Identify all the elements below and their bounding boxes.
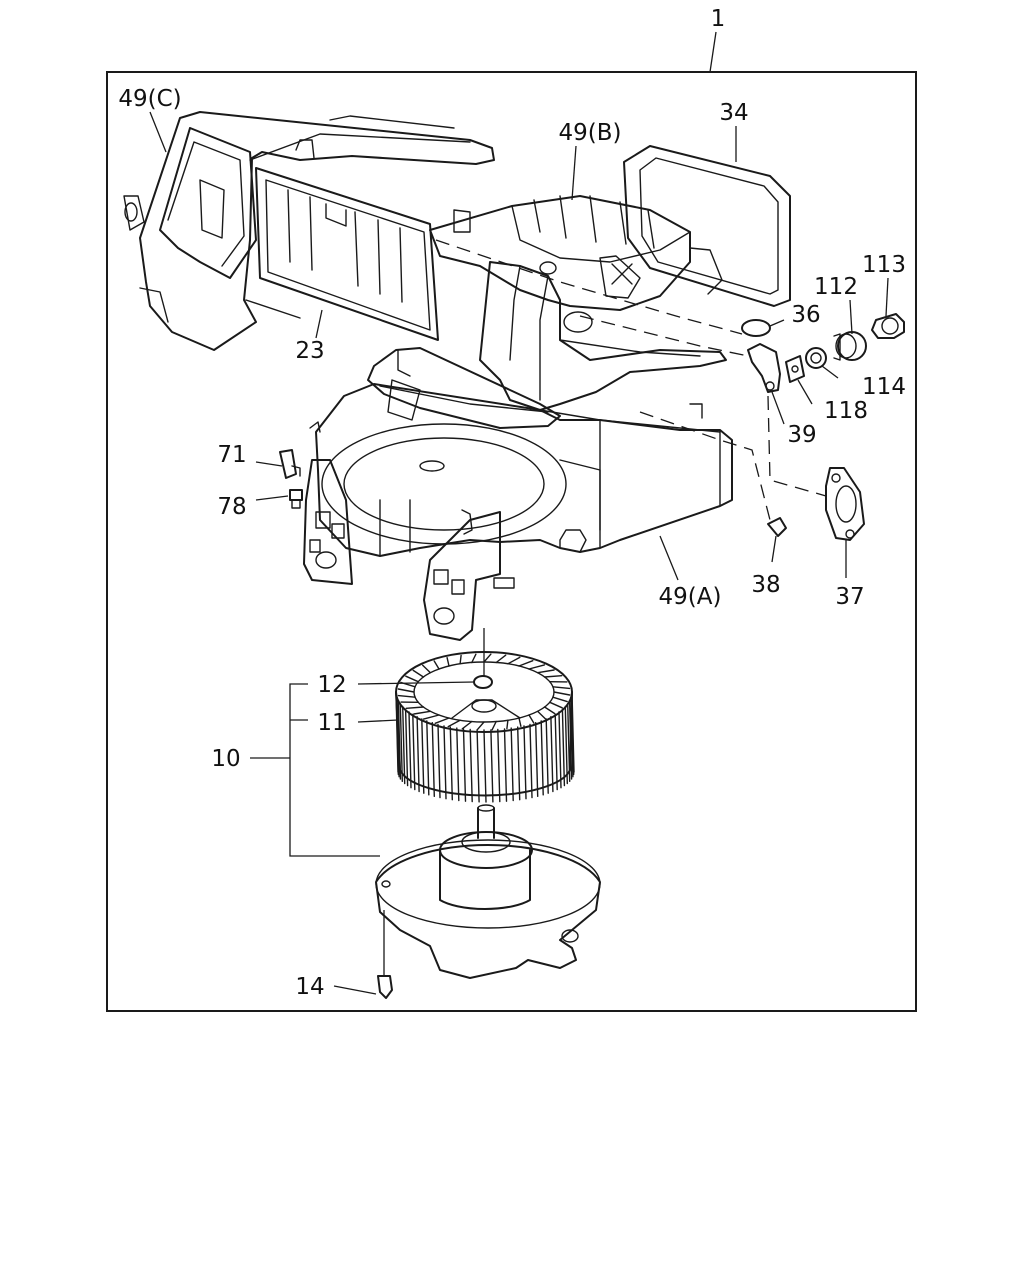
label-assembly-1: 1 — [711, 6, 726, 32]
label-12: 12 — [317, 672, 346, 698]
bushing-114 — [805, 347, 827, 369]
label-37: 37 — [835, 584, 864, 610]
label-71: 71 — [217, 442, 246, 468]
cap-113 — [871, 313, 905, 339]
assembly-frame — [106, 71, 917, 1012]
label-23: 23 — [295, 338, 324, 364]
label-38: 38 — [751, 572, 780, 598]
clip-38 — [767, 517, 787, 563]
label-49b: 49(B) — [559, 120, 622, 146]
label-34: 34 — [719, 100, 748, 126]
screw-78 — [289, 489, 303, 509]
label-14: 14 — [295, 974, 324, 1000]
actuator-shaft-36 — [741, 319, 771, 337]
label-118: 118 — [824, 398, 868, 424]
mounting-bracket-left — [303, 459, 353, 585]
blower-scroll-housing — [367, 261, 727, 429]
nut-12 — [473, 675, 493, 689]
seal-gasket-34 — [623, 145, 791, 307]
lower-housing-49a — [309, 383, 733, 557]
upper-housing-49b — [429, 195, 691, 311]
blower-wheel-11 — [395, 651, 575, 803]
screw-14 — [377, 910, 393, 999]
label-36: 36 — [791, 302, 820, 328]
label-78: 78 — [217, 494, 246, 520]
label-39: 39 — [787, 422, 816, 448]
washer-118 — [785, 355, 805, 383]
blower-motor-10 — [375, 804, 601, 979]
bracket-71 — [279, 449, 301, 479]
label-49c: 49(C) — [118, 86, 181, 112]
filter-23 — [255, 167, 439, 341]
label-113: 113 — [862, 252, 906, 278]
label-10: 10 — [211, 746, 240, 772]
mounting-bracket-center — [423, 509, 515, 641]
label-114: 114 — [862, 374, 906, 400]
grommet-112 — [833, 331, 867, 361]
label-112: 112 — [814, 274, 858, 300]
duct-frame-49c — [123, 111, 495, 351]
label-49a: 49(A) — [659, 584, 722, 610]
label-11: 11 — [317, 710, 346, 736]
link-39 — [747, 343, 781, 393]
resistor-plate-37 — [825, 467, 865, 541]
